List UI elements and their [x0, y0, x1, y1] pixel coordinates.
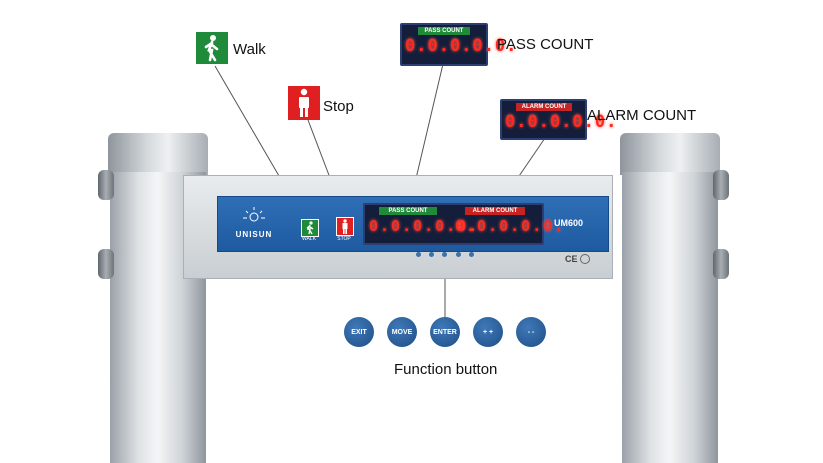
- model-label: UM600: [554, 218, 584, 228]
- panel-walk-label: WALK: [302, 236, 316, 242]
- walk-callout-label: Walk: [233, 41, 266, 58]
- walking-person-icon: [306, 221, 314, 235]
- enter-button[interactable]: ENTER: [430, 317, 460, 347]
- panel-button-move[interactable]: [429, 252, 434, 257]
- move-button[interactable]: MOVE: [387, 317, 417, 347]
- panel-stop-label: STOP: [337, 236, 351, 242]
- control-panel: UNISUN WALK STOP PASS COUNT ALARM COUNT …: [217, 196, 609, 252]
- walk-sign: [196, 32, 228, 64]
- alarm-count-callout-label: ALARM COUNT: [587, 107, 697, 124]
- panel-stop-indicator: [336, 217, 354, 236]
- minus-button[interactable]: - -: [516, 317, 546, 347]
- right-pillar-cap: [620, 133, 720, 175]
- panel-button-plus[interactable]: [456, 252, 461, 257]
- left-lower-knob: [98, 249, 114, 279]
- pass-count-display: PASS COUNT 0.0.0.0.0.: [400, 23, 516, 66]
- alarm-count-display: ALARM COUNT 0.0.0.0.0.: [500, 99, 616, 140]
- exit-button[interactable]: EXIT: [344, 317, 374, 347]
- panel-pass-count-header: PASS COUNT: [379, 207, 437, 215]
- standing-person-icon: [342, 219, 348, 234]
- ce-mark: CE: [565, 254, 578, 264]
- panel-pass-count-digits: 0.0.0.0.0.: [369, 217, 480, 235]
- panel-led-display: PASS COUNT ALARM COUNT 0.0.0.0.0. 0.0.0.…: [363, 203, 563, 245]
- standing-person-icon: [299, 88, 309, 117]
- pass-count-callout-label: PASS COUNT: [497, 36, 594, 53]
- sun-logo-icon: [243, 207, 265, 222]
- panel-button-exit[interactable]: [416, 252, 421, 257]
- alarm-count-digits: 0.0.0.0.0.: [505, 112, 618, 132]
- right-upper-knob: [713, 170, 729, 200]
- plus-button[interactable]: + +: [473, 317, 503, 347]
- walking-person-icon: [204, 35, 219, 62]
- left-pillar-cap: [108, 133, 208, 175]
- recycle-icon: [580, 254, 590, 264]
- pass-count-header: PASS COUNT: [418, 27, 470, 35]
- brand-name: UNISUN: [235, 230, 273, 239]
- function-button-caption: Function button: [394, 361, 498, 378]
- right-pillar: [622, 172, 718, 463]
- left-upper-knob: [98, 170, 114, 200]
- stop-callout-label: Stop: [323, 98, 354, 115]
- right-lower-knob: [713, 249, 729, 279]
- alarm-count-header: ALARM COUNT: [516, 103, 572, 111]
- panel-button-minus[interactable]: [469, 252, 474, 257]
- panel-alarm-count-digits: 0.0.0.0.0.: [455, 217, 566, 235]
- stop-sign: [288, 86, 320, 120]
- pass-count-digits: 0.0.0.0.0.: [405, 36, 518, 56]
- panel-walk-indicator: [301, 219, 319, 237]
- panel-button-enter[interactable]: [442, 252, 447, 257]
- panel-alarm-count-header: ALARM COUNT: [465, 207, 525, 215]
